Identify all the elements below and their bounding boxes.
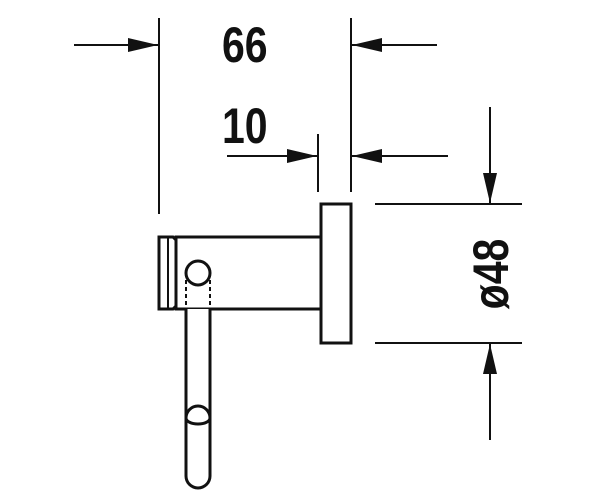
dimension-label-48: ø48 bbox=[463, 239, 519, 310]
dimension-label-66: 66 bbox=[222, 17, 268, 73]
dimension-label-10: 10 bbox=[222, 98, 268, 154]
rod-joint bbox=[184, 404, 212, 426]
wall-plate bbox=[319, 202, 353, 345]
rod-pivot bbox=[184, 259, 212, 287]
hook-rod bbox=[184, 309, 212, 490]
